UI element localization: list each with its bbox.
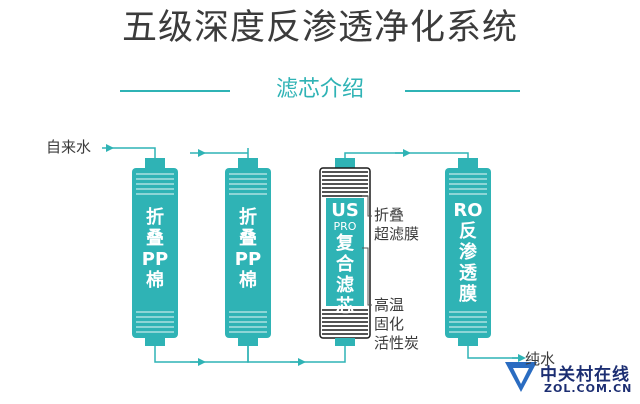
filter-4-label: RO 反 渗 透 膜	[453, 200, 483, 305]
pipe-2-3	[247, 345, 346, 363]
pipe-outlet	[467, 345, 520, 359]
filter-3-label: US PRO 复 合 滤 芯	[331, 200, 359, 317]
arrows	[102, 144, 526, 366]
annotation-uf-membrane: 折叠 超滤膜	[374, 206, 420, 243]
watermark: 中关村在线 ZOL.COM.CN	[500, 352, 636, 400]
leader-uf	[362, 195, 372, 217]
section-subtitle: 滤芯介绍	[275, 77, 364, 102]
inlet-label: 自来水	[46, 138, 92, 156]
zol-logo-icon	[505, 362, 537, 392]
filter-1	[132, 158, 178, 346]
watermark-cn: 中关村在线	[540, 365, 630, 385]
leader-carbon	[362, 247, 372, 306]
filter-3	[319, 158, 371, 346]
filter-1-label: 折 叠 PP 棉	[141, 207, 169, 291]
filter-2	[225, 158, 271, 346]
subtitle-line-left	[120, 90, 230, 92]
subtitle-line-right	[405, 90, 520, 92]
watermark-en: ZOL.COM.CN	[544, 382, 633, 395]
pipe-inlet	[110, 147, 156, 160]
filter-4	[445, 158, 491, 346]
outlet-label: 纯水	[525, 350, 556, 368]
filter-2-label: 折 叠 PP 棉	[234, 207, 262, 291]
page-title: 五级深度反渗透净化系统	[121, 8, 518, 48]
annotation-leaders	[362, 195, 372, 306]
annotation-activated-carbon: 高温 固化 活性炭	[374, 296, 420, 352]
pipe-3-4	[344, 152, 469, 160]
